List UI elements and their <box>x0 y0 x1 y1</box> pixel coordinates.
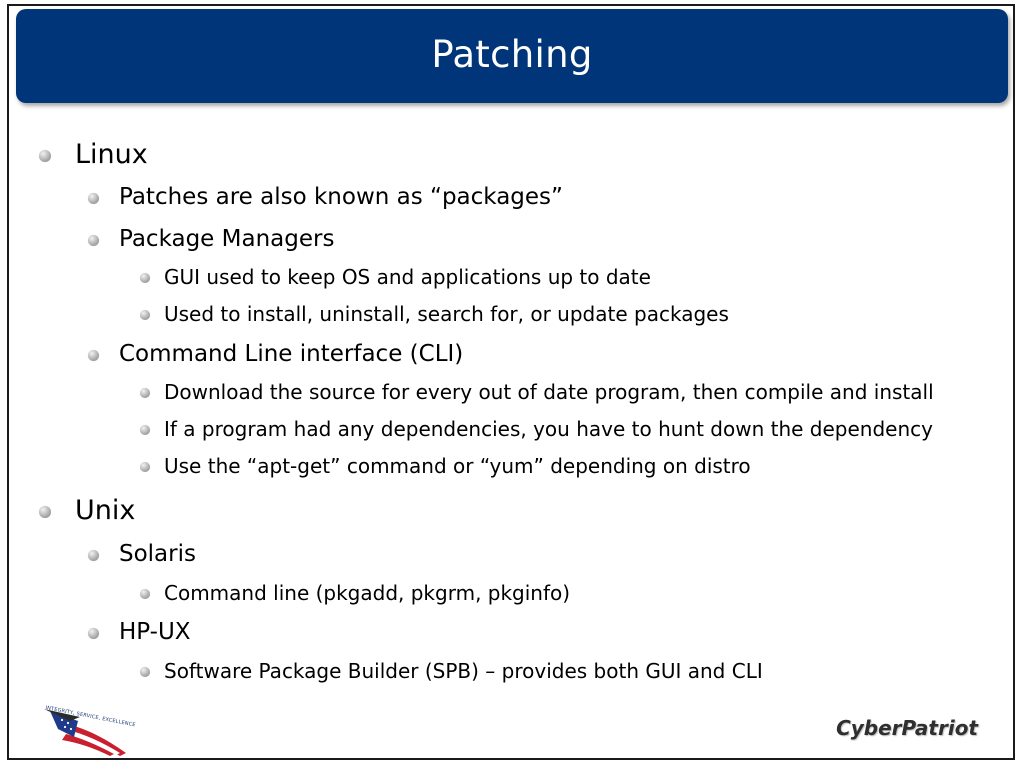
bullet-item: GUI used to keep OS and applications up … <box>140 265 651 289</box>
bullet-item: If a program had any dependencies, you h… <box>140 417 933 441</box>
bullet-text: Command line (pkgadd, pkgrm, pkginfo) <box>164 581 571 605</box>
bullet-text: If a program had any dependencies, you h… <box>164 417 933 441</box>
bullet-item: Command Line interface (CLI) <box>88 341 464 367</box>
bullet-text: GUI used to keep OS and applications up … <box>164 265 651 289</box>
slide-frame <box>7 4 1015 760</box>
bullet-text: Patches are also known as “packages” <box>119 184 563 210</box>
bullet-item: HP-UX <box>88 619 191 645</box>
bullet-text: HP-UX <box>119 619 191 645</box>
bullet-item: Unix <box>39 495 136 526</box>
eagle-flag-logo <box>44 709 126 756</box>
bullet-icon <box>88 550 99 561</box>
bullet-item: Use the “apt-get” command or “yum” depen… <box>140 454 751 478</box>
bullet-icon <box>140 388 150 398</box>
slide-title: Patching <box>431 32 593 76</box>
bullet-item: Software Package Builder (SPB) – provide… <box>140 659 763 683</box>
bullet-item: Used to install, uninstall, search for, … <box>140 302 729 326</box>
bullet-icon <box>39 150 51 162</box>
bullet-icon <box>140 589 150 599</box>
bullet-text: Unix <box>75 495 136 526</box>
title-bar: Patching <box>16 9 1008 103</box>
bullet-text: Solaris <box>119 541 196 567</box>
bullet-icon <box>140 667 150 677</box>
bullet-item: Solaris <box>88 541 196 567</box>
bullet-item: Linux <box>39 139 148 170</box>
bullet-text: Linux <box>75 139 148 170</box>
bullet-icon <box>140 462 150 472</box>
bullet-icon <box>88 235 99 246</box>
bullet-text: Download the source for every out of dat… <box>164 380 934 404</box>
bullet-item: Patches are also known as “packages” <box>88 184 563 210</box>
bullet-icon <box>88 350 99 361</box>
bullet-icon <box>88 628 99 639</box>
bullet-text: Use the “apt-get” command or “yum” depen… <box>164 454 751 478</box>
bullet-icon <box>140 310 150 320</box>
bullet-item: Download the source for every out of dat… <box>140 380 934 404</box>
bullet-text: Used to install, uninstall, search for, … <box>164 302 729 326</box>
brand-name: CyberPatriot <box>836 716 978 740</box>
bullet-icon <box>140 273 150 283</box>
bullet-text: Software Package Builder (SPB) – provide… <box>164 659 763 683</box>
bullet-item: Command line (pkgadd, pkgrm, pkginfo) <box>140 581 571 605</box>
bullet-icon <box>39 506 51 518</box>
bullet-text: Package Managers <box>119 226 335 252</box>
bullet-item: Package Managers <box>88 226 335 252</box>
bullet-text: Command Line interface (CLI) <box>119 341 464 367</box>
bullet-icon <box>88 193 99 204</box>
bullet-icon <box>140 425 150 435</box>
